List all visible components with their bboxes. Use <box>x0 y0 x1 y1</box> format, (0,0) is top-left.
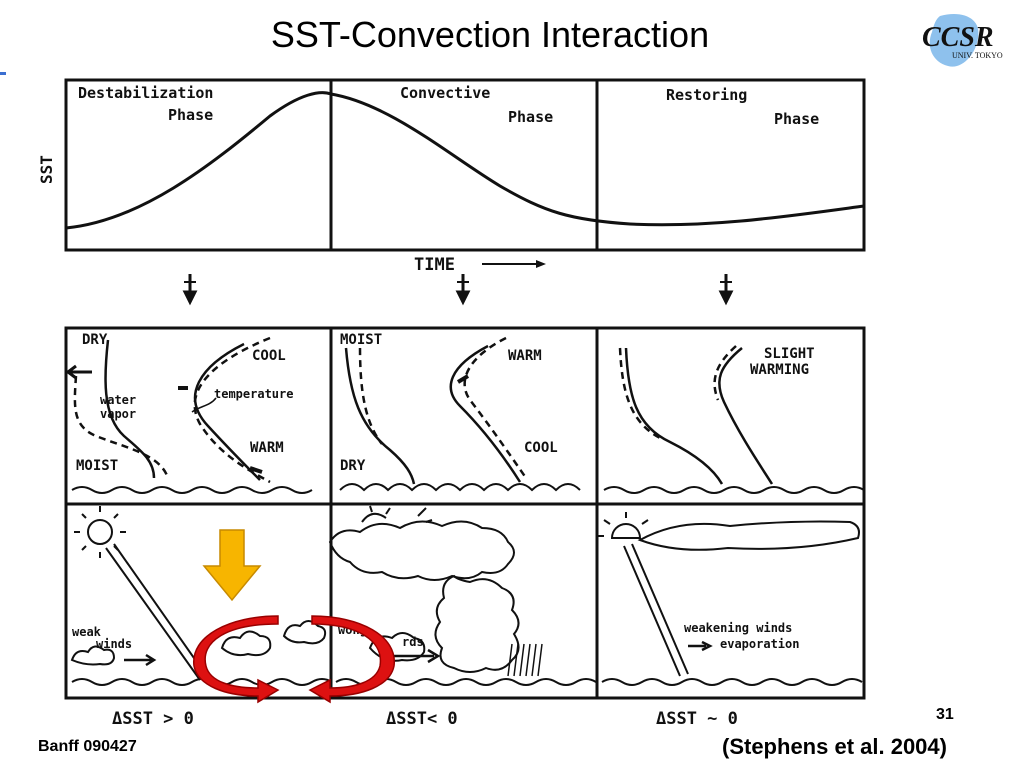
phase-down-arrows <box>182 274 734 306</box>
phase-1-line1: Destabilization <box>78 84 213 102</box>
restoring-solid-right <box>718 347 774 485</box>
red-circulation-arrows <box>193 615 395 704</box>
wind-cloud-1 <box>70 645 116 666</box>
warming-arrow <box>249 466 263 474</box>
label-pointer <box>191 397 217 413</box>
sun-icon <box>87 519 113 545</box>
lower-panel-frame <box>64 326 866 700</box>
profile-panel-destabilization <box>65 336 271 484</box>
label-weakening-winds: weakening winds <box>684 621 792 635</box>
label-slight: SLIGHT <box>764 346 815 362</box>
sun-rays-3 <box>598 512 649 537</box>
delta-sst-label-1: ΔSST > 0 <box>112 709 194 729</box>
water-vapor-dashed <box>73 375 170 479</box>
label-vapor: vapor <box>100 407 136 421</box>
cumulus-tower <box>434 574 520 673</box>
label-warm-1: WARM <box>250 440 284 456</box>
yellow-down-arrow <box>202 529 262 602</box>
logo-subtext: UNIV. TOKYO <box>952 51 1003 60</box>
delta-sst-label-2: ΔSST< 0 <box>386 709 458 729</box>
phase-3-line2: Phase <box>774 110 819 128</box>
logo-text: CCSR <box>922 22 994 53</box>
scene-panel-restoring <box>598 512 860 677</box>
citation: (Stephens et al. 2004) <box>722 734 947 759</box>
moisture-solid <box>344 347 416 485</box>
label-rds: rds <box>402 635 424 649</box>
sst-convection-diagram: SST Destabilization Phase Convective Pha… <box>30 76 886 736</box>
title-rule <box>0 72 6 75</box>
down-arrow-2 <box>455 274 471 306</box>
delta-sst-label-3: ΔSST ~ 0 <box>656 709 738 729</box>
label-winds: winds <box>96 637 132 651</box>
logo-blob <box>929 14 979 67</box>
temperature-solid <box>193 342 261 481</box>
profile-panel-convective <box>344 336 528 485</box>
restoring-dashed-right <box>713 345 737 401</box>
lower-panel: DRY COOL water vapor temperature WARM MO… <box>64 326 866 700</box>
stratus-cloud <box>637 520 860 551</box>
down-arrow-3 <box>718 274 734 306</box>
phase-1-line2: Phase <box>168 106 213 124</box>
label-temperature: temperature <box>214 387 293 401</box>
temperature-dashed <box>193 336 271 484</box>
footer-text: Banff 090427 <box>38 738 137 755</box>
scene-panel-convective <box>328 505 543 677</box>
temp-solid <box>449 344 522 483</box>
wind-arrow-2 <box>390 648 441 664</box>
ccsr-logo: CCSR UNIV. TOKYO <box>912 10 1012 72</box>
moisture-dashed <box>358 347 383 445</box>
restoring-dashed-left <box>618 347 661 440</box>
wind-arrow-1 <box>124 653 157 667</box>
sst-curve <box>65 91 865 230</box>
phase-2-line1: Convective <box>400 84 490 102</box>
label-dry-2: DRY <box>340 458 366 474</box>
page-number: 31 <box>936 706 954 723</box>
moistening-arrow <box>65 364 92 380</box>
wind-arrow-3 <box>688 640 713 652</box>
label-moist-1: MOIST <box>76 458 118 474</box>
label-warming: WARMING <box>750 362 809 378</box>
label-cool-1: COOL <box>252 348 286 364</box>
time-axis-label: TIME <box>414 255 455 275</box>
sst-axis-label: SST <box>37 155 56 184</box>
profile-panel-restoring <box>618 345 774 485</box>
label-water: water <box>100 393 136 407</box>
down-arrow-1 <box>182 274 198 306</box>
warming-arrow-2 <box>456 374 470 384</box>
cloud-left-2 <box>368 632 426 662</box>
top-panel: SST Destabilization Phase Convective Pha… <box>37 78 866 275</box>
surface-waves-scenes <box>71 678 863 686</box>
phase-3-line1: Restoring <box>666 86 747 104</box>
slide-title: SST-Convection Interaction <box>270 14 710 55</box>
label-dry-1: DRY <box>82 332 108 348</box>
label-cool-2: COOL <box>524 440 558 456</box>
water-vapor-solid <box>104 339 156 479</box>
label-warm-2: WARM <box>508 348 542 364</box>
top-panel-frame <box>64 78 866 252</box>
circulation-right <box>308 615 395 704</box>
label-evaporation: evaporation <box>720 637 799 651</box>
solar-beam-3 <box>623 543 689 677</box>
surface-waves-profiles <box>71 483 865 494</box>
sun-partial-2 <box>361 505 433 523</box>
temp-dashed <box>463 336 528 479</box>
time-arrow-head <box>536 260 546 268</box>
sun-icon-3 <box>610 523 642 539</box>
restoring-solid-left <box>624 347 724 485</box>
phase-2-line2: Phase <box>508 108 553 126</box>
scene-panel-destabilization <box>70 506 327 681</box>
anvil-cloud <box>328 520 515 581</box>
circulation-left <box>193 615 280 704</box>
label-moist-2: MOIST <box>340 332 382 348</box>
small-cloud-2 <box>282 620 327 645</box>
label-weak: weak <box>72 625 102 639</box>
rain-streaks <box>507 643 543 677</box>
solar-beam-1 <box>105 543 209 681</box>
small-cloud-1 <box>220 630 272 657</box>
